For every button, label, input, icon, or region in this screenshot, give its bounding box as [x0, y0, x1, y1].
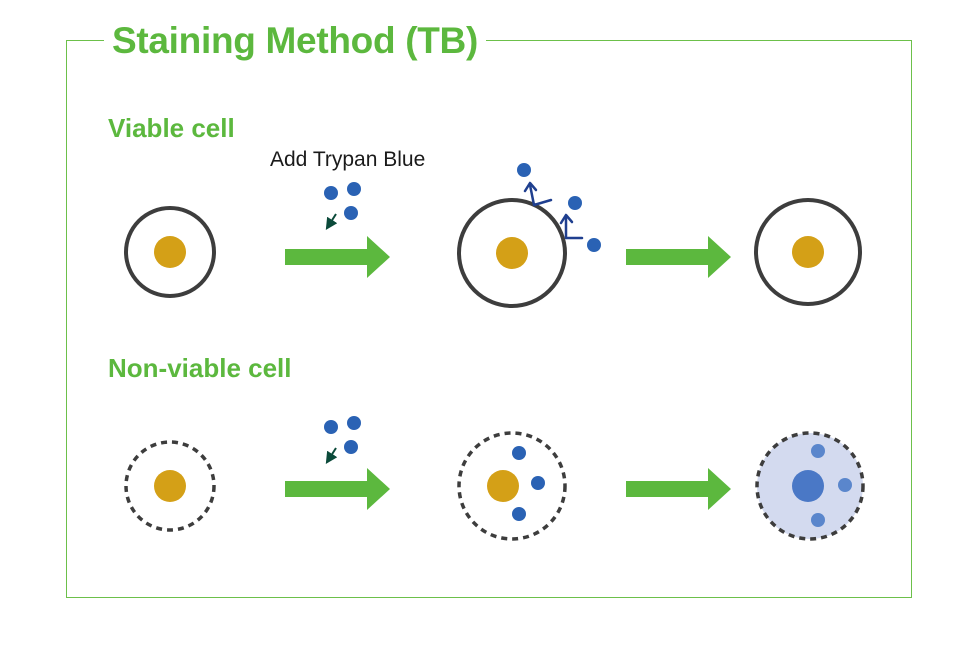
non-viable-cell-stained: [755, 431, 865, 541]
dye-particle: [347, 182, 361, 196]
dye-particle: [838, 478, 852, 492]
dye-particle: [587, 238, 601, 252]
repel-arrow-icon: [559, 213, 584, 240]
viable-cell-heading: Viable cell: [108, 113, 235, 143]
non-viable-cell-initial: [124, 440, 216, 532]
nucleus: [154, 470, 186, 502]
add-arrow-icon: [325, 213, 338, 231]
step-arrow-icon: [285, 468, 390, 510]
dye-particle: [531, 476, 545, 490]
viable-cell-initial: [124, 206, 216, 298]
dye-particle: [344, 206, 358, 220]
trypan-blue-dye-nonviable: [324, 416, 361, 465]
viable-cell-exclusion: [457, 163, 601, 308]
stained-nucleus: [792, 470, 824, 502]
non-viable-cell-uptake: [457, 431, 567, 541]
dye-particle: [811, 513, 825, 527]
page-title: Staining Method (TB): [104, 17, 486, 65]
nucleus: [496, 237, 528, 269]
dye-particle: [568, 196, 582, 210]
diagram-frame: [66, 40, 912, 598]
dye-particle: [512, 507, 526, 521]
dye-particle: [517, 163, 531, 177]
nucleus: [154, 236, 186, 268]
dye-particle: [811, 444, 825, 458]
dye-particle: [324, 186, 338, 200]
dye-particle: [344, 440, 358, 454]
dye-particle: [347, 416, 361, 430]
dye-particle: [324, 420, 338, 434]
add-trypan-blue-label: Add Trypan Blue: [270, 148, 426, 171]
trypan-blue-dye-viable: [324, 182, 361, 231]
non-viable-cell-heading: Non-viable cell: [108, 353, 292, 383]
step-arrow-icon: [285, 236, 390, 278]
repel-arrow-icon: [523, 181, 553, 207]
viable-cell-unstained: [754, 198, 862, 306]
add-arrow-icon: [325, 447, 338, 465]
nucleus: [792, 236, 824, 268]
dye-particle: [512, 446, 526, 460]
step-arrow-icon: [626, 468, 731, 510]
nucleus: [487, 470, 519, 502]
step-arrow-icon: [626, 236, 731, 278]
